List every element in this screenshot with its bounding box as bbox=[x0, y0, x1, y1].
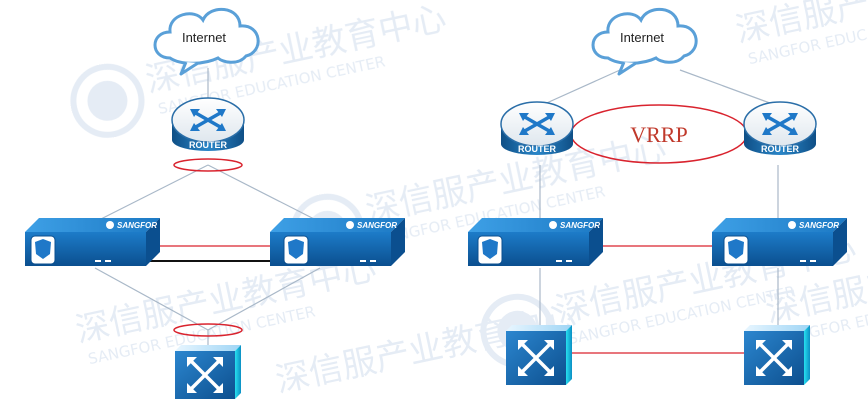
cloud-icon bbox=[591, 7, 698, 65]
aggregation-ring-lower bbox=[173, 323, 243, 337]
router-b-device: ROUTER bbox=[743, 101, 817, 155]
led-indicator bbox=[800, 260, 806, 262]
switch-arrows-icon bbox=[756, 340, 792, 376]
fw-brand: SANGFOR bbox=[357, 221, 397, 230]
fw-brand: SANGFOR bbox=[560, 221, 600, 230]
switch-top bbox=[506, 325, 572, 331]
shield-icon bbox=[723, 235, 749, 265]
brand-logo-icon bbox=[788, 221, 796, 229]
led-indicator bbox=[810, 260, 816, 262]
router-a-device: ROUTER bbox=[500, 101, 574, 155]
left-links bbox=[94, 68, 321, 345]
link-fw-a-switch bbox=[94, 267, 209, 331]
router-label: ROUTER bbox=[518, 144, 557, 154]
right-links bbox=[539, 69, 779, 325]
switch-top bbox=[744, 325, 810, 331]
router-arrows-icon bbox=[521, 114, 553, 134]
fw-brand: SANGFOR bbox=[799, 221, 839, 230]
shield-icon bbox=[477, 235, 503, 265]
firewall-b: SANGFOR bbox=[712, 218, 847, 266]
cloud-tail bbox=[617, 61, 637, 76]
led-indicator bbox=[556, 260, 562, 262]
switch-side bbox=[804, 325, 810, 385]
switch-a-device bbox=[506, 325, 572, 385]
link-fw-b-switch bbox=[207, 267, 321, 331]
fw-side bbox=[833, 218, 847, 266]
switch-b-device bbox=[744, 325, 810, 385]
led-indicator bbox=[95, 260, 101, 262]
fw-top bbox=[270, 218, 405, 232]
watermark-4: 深信服产业教育中心 SANGFOR EDUCATION CENTER bbox=[732, 0, 868, 68]
vrrp-label: VRRP bbox=[630, 122, 687, 147]
router-arrows-icon bbox=[764, 114, 796, 134]
cloud-tail bbox=[179, 61, 199, 76]
left-diagram: Internet ROUTER SANGFOR bbox=[25, 7, 405, 399]
router-arrows-icon bbox=[192, 110, 224, 130]
aggregation-ring-upper bbox=[173, 158, 243, 172]
led-indicator bbox=[105, 260, 111, 262]
switch-top bbox=[175, 345, 241, 351]
fw-side bbox=[391, 218, 405, 266]
link-internet-router-a bbox=[539, 69, 621, 107]
fw-top bbox=[25, 218, 160, 232]
shield-icon bbox=[283, 235, 309, 265]
fw-top bbox=[468, 218, 603, 232]
brand-logo-icon bbox=[549, 221, 557, 229]
link-internet-router-b bbox=[679, 69, 779, 107]
cloud-icon bbox=[153, 7, 260, 65]
brand-logo-icon bbox=[106, 221, 114, 229]
firewall-a: SANGFOR bbox=[25, 218, 160, 266]
firewall-b: SANGFOR bbox=[270, 218, 405, 266]
link-router-fw-b bbox=[207, 164, 321, 223]
right-diagram: VRRP Internet ROUTER bbox=[468, 7, 847, 385]
switch-arrows-icon bbox=[187, 357, 223, 393]
cloud-label: Internet bbox=[182, 30, 226, 45]
router-label: ROUTER bbox=[761, 144, 800, 154]
led-indicator bbox=[360, 260, 366, 262]
switch-side bbox=[235, 345, 241, 399]
shield-icon bbox=[30, 235, 56, 265]
fw-side bbox=[146, 218, 160, 266]
fw-brand: SANGFOR bbox=[117, 221, 157, 230]
led-indicator bbox=[566, 260, 572, 262]
internet-cloud: Internet bbox=[591, 7, 698, 76]
fw-top bbox=[712, 218, 847, 232]
link-router-fw-a bbox=[94, 164, 209, 223]
switch-arrows-icon bbox=[518, 340, 554, 376]
router-label: ROUTER bbox=[189, 140, 228, 150]
cloud-label: Internet bbox=[620, 30, 664, 45]
brand-logo-icon bbox=[346, 221, 354, 229]
switch-device bbox=[175, 345, 241, 399]
router-device: ROUTER bbox=[171, 97, 245, 151]
firewall-a: SANGFOR bbox=[468, 218, 603, 266]
switch-side bbox=[566, 325, 572, 385]
fw-side bbox=[589, 218, 603, 266]
led-indicator bbox=[370, 260, 376, 262]
internet-cloud: Internet bbox=[153, 7, 260, 76]
watermark-1: 深信服产业教育中心 SANGFOR EDUCATION CENTER bbox=[70, 0, 450, 138]
